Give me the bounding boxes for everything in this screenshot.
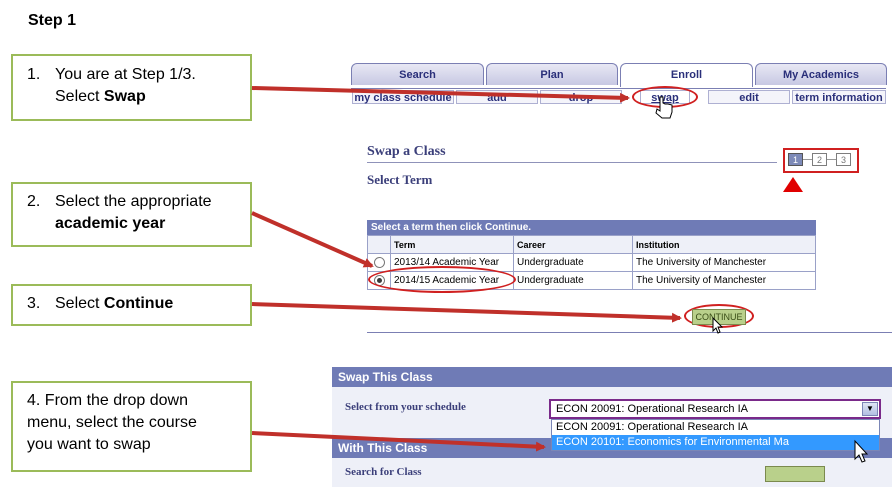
term-grid-columns: Term Career Institution <box>367 235 816 254</box>
schedule-dropdown-list: ECON 20091: Operational Research IA ECON… <box>551 419 880 451</box>
institution-cell: The University of Manchester <box>632 253 816 272</box>
term-radio-2013-14[interactable] <box>373 256 385 268</box>
callout-step-2: 2. Select the appropriate academic year <box>11 182 252 247</box>
callout-step-3: 3. Select Continue <box>11 284 252 326</box>
step-title: Step 1 <box>28 12 77 29</box>
column-institution: Institution <box>632 235 816 254</box>
continue-button[interactable]: CONTINUE <box>692 309 746 325</box>
column-career: Career <box>513 235 633 254</box>
search-for-class-label: Search for Class <box>345 466 422 478</box>
highlight-swap <box>632 86 698 108</box>
schedule-select-value: ECON 20091: Operational Research IA <box>556 403 748 415</box>
callout-3-line1-bold: Continue <box>103 295 174 312</box>
term-grid: Select a term then click Continue. Term … <box>367 220 816 290</box>
swap-this-class-header: Swap This Class <box>332 367 892 387</box>
subnav-drop[interactable]: drop <box>540 90 622 104</box>
career-cell: Undergraduate <box>513 253 633 272</box>
callout-2-line1: Select the appropriate <box>55 193 212 210</box>
column-term: Term <box>390 235 514 254</box>
subnav-add[interactable]: add <box>456 90 538 104</box>
dropdown-option-selected[interactable]: ECON 20101: Economics for Environmental … <box>552 435 879 450</box>
callout-step-1: 1. You are at Step 1/3. Select Swap <box>11 54 252 121</box>
subnav-term-information[interactable]: term information <box>792 90 886 104</box>
title-rule <box>367 162 777 163</box>
subnav-edit[interactable]: edit <box>708 90 790 104</box>
page-title: Swap a Class <box>367 144 446 159</box>
page-subtitle: Select Term <box>367 172 433 187</box>
progress-step-1: 1 <box>788 153 803 166</box>
callout-2-number: 2. <box>27 193 41 210</box>
progress-connector <box>803 159 812 160</box>
tab-enroll[interactable]: Enroll <box>620 63 753 87</box>
callout-3-line1-prefix: Select <box>55 295 104 312</box>
subnav-my-class-schedule[interactable]: my class schedule <box>352 90 454 104</box>
tab-my-academics[interactable]: My Academics <box>755 63 887 85</box>
progress-connector <box>827 159 836 160</box>
dropdown-arrow-icon[interactable]: ▼ <box>862 402 878 416</box>
arrow-to-continue <box>251 302 682 323</box>
search-button-partial[interactable] <box>765 466 825 482</box>
callout-4-line3: you want to swap <box>27 436 151 453</box>
arrow-to-term <box>251 211 374 268</box>
dropdown-option[interactable]: ECON 20091: Operational Research IA <box>556 421 748 433</box>
progress-step-2: 2 <box>812 153 827 166</box>
callout-1-number: 1. <box>27 66 41 83</box>
callout-2-line2-bold: academic year <box>55 215 166 232</box>
term-grid-header: Select a term then click Continue. <box>367 220 816 235</box>
tab-plan[interactable]: Plan <box>486 63 618 85</box>
tab-search[interactable]: Search <box>351 63 484 85</box>
callout-1-line2-prefix: Select <box>55 88 104 105</box>
institution-cell: The University of Manchester <box>632 271 816 290</box>
callout-1-line2-bold: Swap <box>103 88 146 105</box>
callout-3-number: 3. <box>27 295 41 312</box>
select-from-schedule-label: Select from your schedule <box>345 401 466 413</box>
progress-step-3: 3 <box>836 153 851 166</box>
callout-4-line1: 4. From the drop down <box>27 392 188 409</box>
career-cell: Undergraduate <box>513 271 633 290</box>
callout-step-4: 4. From the drop down menu, select the c… <box>11 381 252 472</box>
section-rule <box>367 332 892 333</box>
schedule-select[interactable]: ECON 20091: Operational Research IA ▼ <box>549 399 881 419</box>
table-row: 2013/14 Academic Year Undergraduate The … <box>367 253 816 272</box>
highlight-term-2014-15 <box>368 266 516 293</box>
callout-4-line2: menu, select the course <box>27 414 197 431</box>
callout-1-line1: You are at Step 1/3. <box>55 66 196 83</box>
